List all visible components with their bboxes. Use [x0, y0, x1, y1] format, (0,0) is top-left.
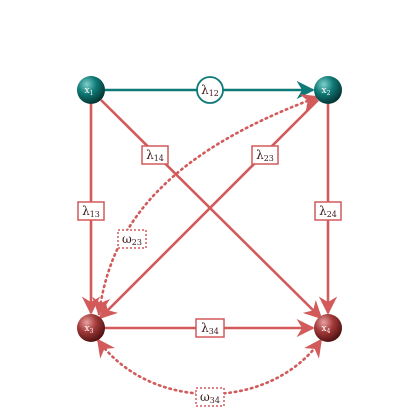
svg-text:λ12: λ12	[201, 83, 219, 98]
label-lambda23: λ23	[251, 145, 279, 165]
node-x3: x3	[77, 314, 105, 342]
covariance-x2-x3	[92, 94, 320, 316]
node-x2: x2	[314, 76, 342, 104]
covariance-x3-x4	[96, 338, 323, 396]
label-lambda13: λ13	[77, 201, 105, 221]
node-x1: x1	[77, 76, 105, 104]
svg-text:λ13: λ13	[82, 204, 100, 219]
label-omega34: ω34	[195, 387, 225, 407]
svg-text:x3: x3	[85, 324, 94, 335]
svg-text:x1: x1	[85, 86, 94, 97]
svg-text:x2: x2	[322, 86, 331, 97]
label-lambda34: λ34	[195, 318, 225, 338]
node-x4: x4	[314, 314, 342, 342]
svg-text:λ24: λ24	[319, 204, 337, 219]
label-lambda14: λ14	[141, 145, 169, 165]
svg-text:λ14: λ14	[146, 148, 164, 163]
svg-text:ω34: ω34	[200, 390, 220, 405]
label-lambda12: λ12	[196, 76, 224, 104]
svg-text:ω23: ω23	[122, 232, 142, 247]
svg-text:λ34: λ34	[201, 321, 219, 336]
label-omega23: ω23	[117, 229, 147, 249]
svg-text:x4: x4	[322, 324, 331, 335]
svg-text:λ23: λ23	[256, 148, 274, 163]
label-lambda24: λ24	[314, 201, 342, 221]
